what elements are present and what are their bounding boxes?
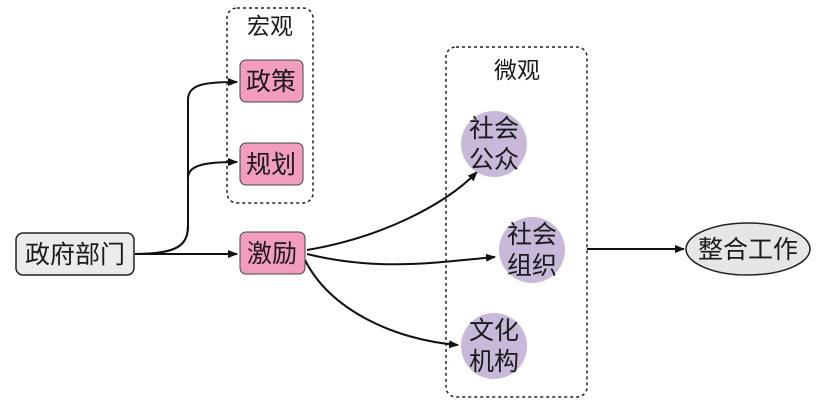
edge-source-to-policy	[134, 78, 238, 255]
node-organization: 社会 组织	[499, 217, 565, 283]
micro-group-box	[445, 46, 588, 398]
edge-source-to-planning	[134, 158, 238, 255]
node-policy-label: 政策	[246, 67, 296, 96]
node-organization-shape	[499, 217, 565, 283]
node-public-line2: 公众	[469, 145, 519, 174]
macro-group-box	[226, 7, 314, 204]
node-integration-work-shape	[685, 222, 811, 276]
edge-incentive-to-cultural	[304, 259, 459, 349]
node-public-line1: 社会	[469, 114, 519, 143]
node-public: 社会 公众	[461, 111, 527, 177]
edge-incentive-to-organization	[306, 253, 496, 266]
node-policy: 政策	[239, 59, 304, 103]
node-cultural-line2: 机构	[469, 347, 519, 376]
node-integration-work-label: 整合工作	[698, 235, 798, 264]
node-cultural-line1: 文化	[469, 316, 519, 345]
node-planning: 规划	[239, 142, 304, 186]
node-integration-work: 整合工作	[685, 222, 811, 276]
node-incentive-label: 激励	[247, 239, 297, 268]
micro-group-title: 微观	[494, 58, 540, 84]
node-government-department-shape	[15, 232, 135, 276]
node-planning-label: 规划	[246, 150, 296, 179]
node-planning-shape	[239, 142, 304, 186]
node-incentive-shape	[239, 231, 306, 275]
edge-incentive-to-public	[306, 171, 478, 251]
node-government-department-label: 政府部门	[25, 240, 125, 269]
node-organization-line1: 社会	[507, 220, 557, 249]
node-incentive: 激励	[239, 231, 306, 275]
node-organization-line2: 组织	[507, 251, 557, 280]
macro-group-title: 宏观	[247, 14, 293, 40]
node-cultural: 文化 机构	[461, 313, 527, 379]
node-policy-shape	[239, 59, 304, 103]
node-government-department: 政府部门	[15, 232, 135, 276]
node-public-shape	[461, 111, 527, 177]
node-cultural-shape	[461, 313, 527, 379]
